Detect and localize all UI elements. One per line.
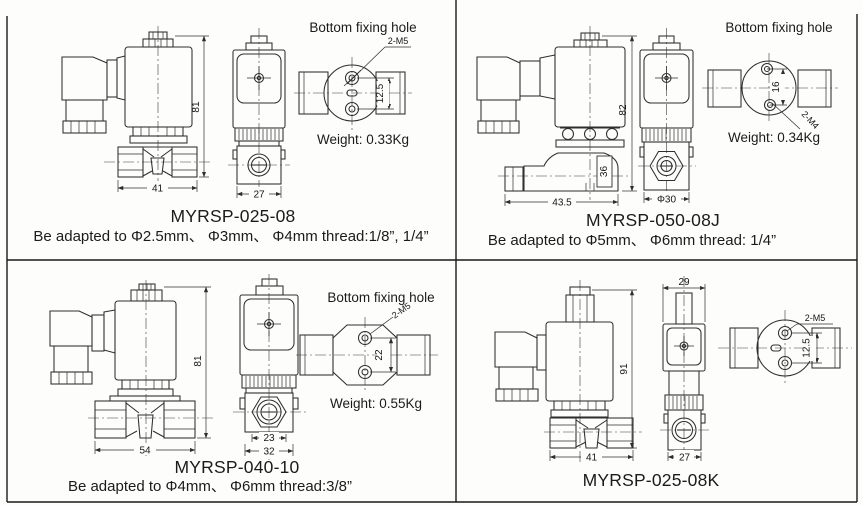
p2-dim-body-height: 36 bbox=[599, 166, 610, 178]
p1-weight-label: Weight: 0.33Kg bbox=[316, 132, 410, 147]
p1-dim-hole-spacing: 12.5 bbox=[375, 83, 386, 103]
p1-hole-thread-label: 2-M5 bbox=[388, 36, 409, 46]
p2-weight-label: Weight: 0.34Kg bbox=[727, 130, 821, 145]
p3-dim-height: 81 bbox=[193, 355, 204, 367]
p3-bottom-view-drawing: 22 2-M5 bbox=[296, 301, 438, 393]
p2-adapted-caption: Be adapted to Φ5mm、 Φ6mm thread: 1/4” bbox=[487, 232, 777, 249]
p4-model-caption: MYRSP-025-08K bbox=[582, 470, 720, 490]
p4-side-view-drawing: 91 41 bbox=[494, 280, 642, 464]
p1-dim-front-width: 27 bbox=[253, 190, 265, 201]
p2-fixing-hole-title: Bottom fixing hole bbox=[725, 20, 833, 35]
p3-weight-label: Weight: 0.55Kg bbox=[329, 396, 423, 411]
p2-dim-front-width: Φ30 bbox=[657, 195, 677, 206]
p3-dim-side-width: 54 bbox=[139, 446, 151, 457]
p2-drawings: 36 82 43.5 bbox=[476, 26, 838, 209]
p2-side-view-drawing: 36 82 43.5 bbox=[476, 26, 637, 209]
p3-drawings: 81 54 bbox=[49, 274, 438, 460]
p4-dim-front-width: 27 bbox=[679, 453, 691, 464]
p3-dim-front-width: 32 bbox=[263, 447, 275, 458]
p1-adapted-caption: Be adapted to Φ2.5mm、 Φ3mm、 Φ4mm thread:… bbox=[33, 228, 429, 245]
p3-model-caption: MYRSP-040-10 bbox=[174, 457, 300, 477]
p1-side-view-drawing: 81 41 bbox=[61, 26, 212, 195]
p3-adapted-caption: Be adapted to Φ4mm、 Φ6mm thread:3/8” bbox=[67, 478, 353, 495]
p2-front-view-drawing: Φ30 bbox=[638, 28, 696, 206]
p2-dim-height: 82 bbox=[618, 104, 629, 116]
p1-bottom-view-drawing: 12.5 2-M5 bbox=[294, 36, 412, 131]
p1-dim-height: 81 bbox=[191, 101, 202, 113]
p3-side-view-drawing: 81 54 bbox=[49, 280, 214, 457]
p4-dim-height: 91 bbox=[619, 363, 630, 375]
p4-drawings: 91 41 29 bbox=[494, 276, 852, 464]
p4-bottom-view-drawing: 12.5 2-M5 bbox=[718, 310, 852, 386]
p1-front-view-drawing: 27 bbox=[228, 28, 290, 201]
p4-hole-thread-label: 2-M5 bbox=[805, 313, 826, 323]
p3-dim-hole-spacing: 22 bbox=[374, 349, 385, 361]
p4-dim-hole-spacing: 12.5 bbox=[802, 338, 813, 358]
p2-hole-thread-label: 2-M4 bbox=[800, 109, 821, 131]
p1-fixing-hole-title: Bottom fixing hole bbox=[309, 20, 417, 35]
p2-bottom-view-drawing: 16 2-M4 bbox=[702, 53, 838, 131]
p3-front-view-drawing: 23 32 bbox=[233, 274, 306, 460]
p4-dim-side-width: 41 bbox=[586, 453, 598, 464]
p1-model-caption: MYRSP-025-08 bbox=[170, 206, 296, 226]
p4-dim-coil-width: 29 bbox=[678, 277, 690, 288]
p4-front-view-drawing: 29 27 bbox=[660, 276, 709, 464]
p2-dim-hole-spacing: 16 bbox=[771, 81, 782, 93]
p2-dim-side-width: 43.5 bbox=[552, 198, 572, 209]
p2-model-caption: MYRSP-050-08J bbox=[586, 210, 720, 230]
p3-fixing-hole-title: Bottom fixing hole bbox=[327, 290, 435, 305]
p3-dim-port-width: 23 bbox=[263, 433, 275, 444]
p1-dim-side-width: 41 bbox=[152, 184, 164, 195]
table-borders bbox=[6, 0, 858, 503]
